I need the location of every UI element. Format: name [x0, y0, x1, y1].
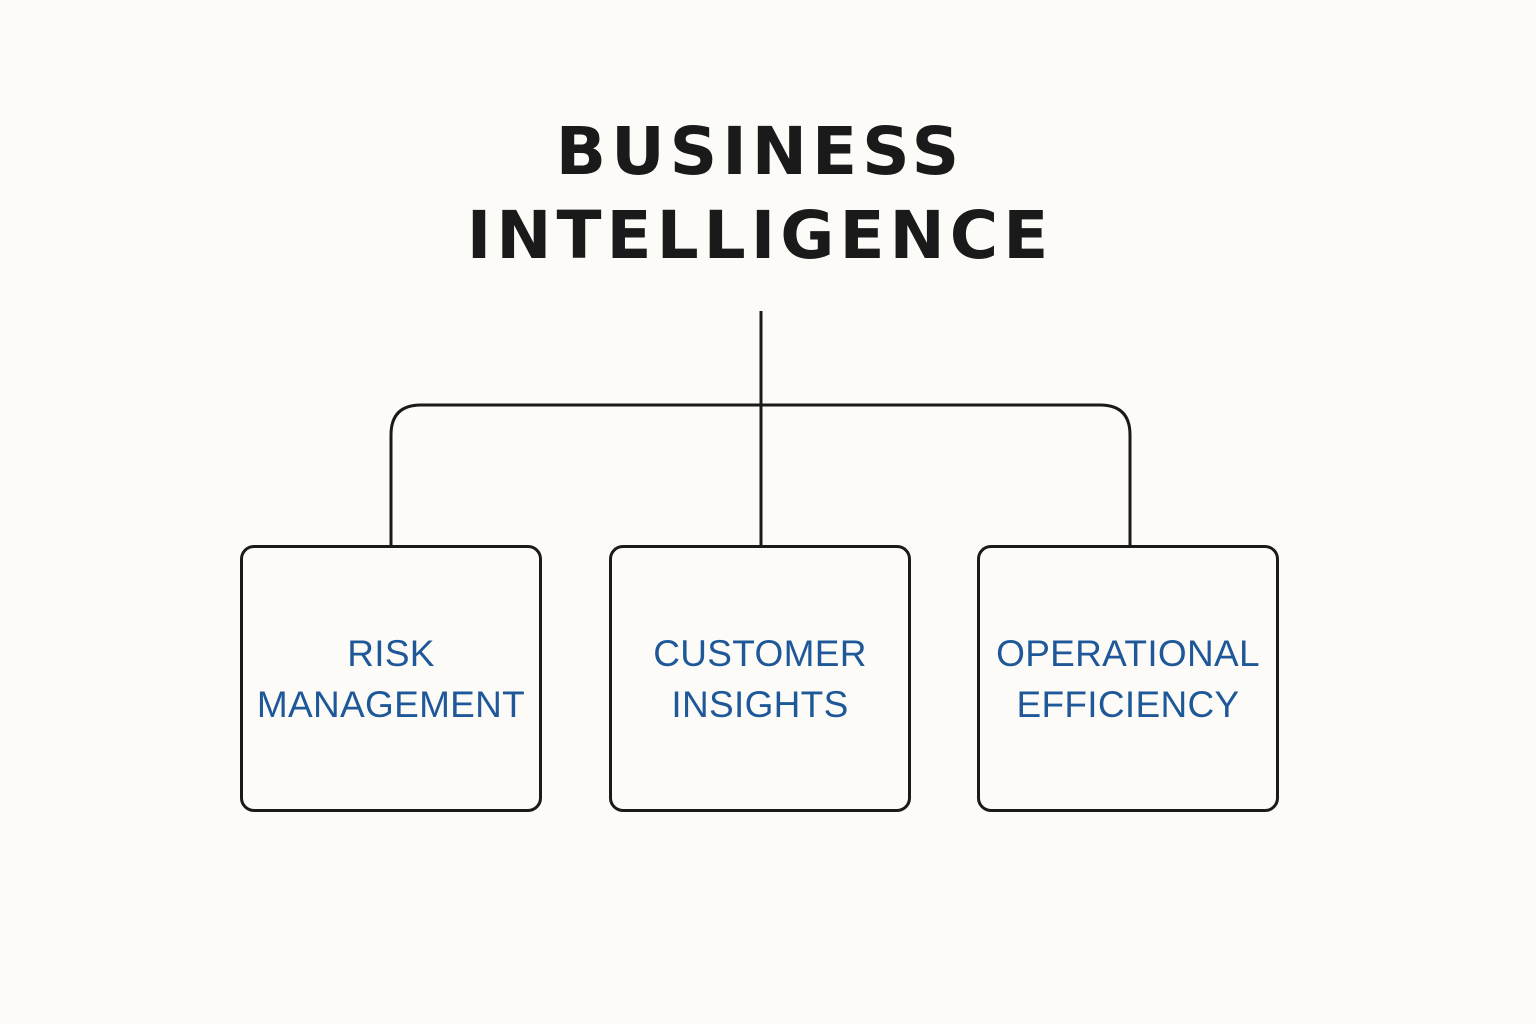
node-label-line-2: MANAGEMENT — [256, 683, 526, 725]
node-label-line-1: OPERATIONAL — [996, 632, 1260, 674]
node-label-line-2: INSIGHTS — [671, 683, 849, 725]
branch-connector — [389, 403, 1132, 547]
node-label-line-1: CUSTOMER — [653, 632, 867, 674]
diagram-title-line-1: BUSINESS — [555, 113, 965, 190]
risk-management-node[interactable]: RISK MANAGEMENT — [240, 545, 542, 812]
node-label-line-2: EFFICIENCY — [1016, 683, 1240, 725]
diagram-title-line-2: INTELLIGENCE — [466, 197, 1054, 274]
customer-insights-node[interactable]: CUSTOMER INSIGHTS — [609, 545, 911, 812]
operational-efficiency-node[interactable]: OPERATIONAL EFFICIENCY — [977, 545, 1279, 812]
node-label-line-1: RISK — [347, 632, 435, 674]
